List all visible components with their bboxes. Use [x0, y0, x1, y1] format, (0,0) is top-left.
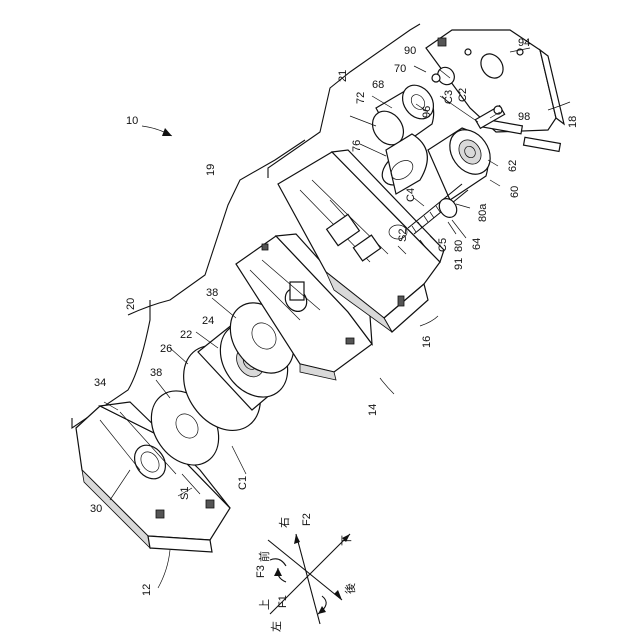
label-70: 70	[394, 63, 406, 75]
label-34: 34	[94, 377, 106, 389]
dir-back: 後	[343, 583, 357, 594]
label-68: 68	[372, 79, 384, 91]
label-16: 16	[421, 336, 433, 348]
label-c1: C1	[237, 476, 249, 490]
label-80: 80	[453, 240, 465, 252]
label-96: 96	[421, 106, 433, 118]
label-76: 76	[351, 140, 363, 152]
label-26: 26	[160, 343, 172, 355]
dir-f3: F3	[255, 565, 267, 578]
dir-f2: F2	[301, 513, 313, 526]
spool-60	[428, 122, 499, 200]
label-38-right: 38	[206, 287, 218, 299]
dir-right: 右	[277, 517, 291, 528]
label-98: 98	[518, 111, 530, 123]
dir-down: 下	[340, 535, 353, 546]
label-72: 72	[355, 92, 367, 104]
label-10: 10	[126, 115, 138, 127]
label-30: 30	[90, 503, 102, 515]
label-90: 90	[404, 45, 416, 57]
label-60: 60	[509, 186, 521, 198]
label-c3: C3	[443, 90, 455, 104]
label-91: 91	[453, 258, 465, 270]
dir-up: 上	[258, 599, 271, 610]
label-s2: S2	[397, 229, 409, 242]
label-12: 12	[141, 584, 153, 596]
label-64: 64	[471, 238, 483, 250]
label-24: 24	[202, 315, 214, 327]
label-s1: S1	[179, 487, 191, 500]
label-80a: 80a	[477, 203, 489, 222]
label-18: 18	[567, 116, 579, 128]
label-c4: C4	[405, 188, 417, 202]
label-19: 19	[205, 164, 217, 176]
direction-indicator	[268, 534, 350, 624]
dir-front: 前	[257, 551, 271, 562]
dir-left: 左	[270, 621, 283, 632]
label-c2: C2	[457, 88, 469, 102]
label-c5: C5	[437, 238, 449, 252]
label-21: 21	[337, 70, 349, 82]
label-14: 14	[367, 404, 379, 416]
label-94: 94	[518, 37, 530, 49]
label-22: 22	[180, 329, 192, 341]
label-62: 62	[507, 160, 519, 172]
dir-f1: F1	[277, 595, 289, 608]
label-20: 20	[125, 298, 137, 310]
label-38-left: 38	[150, 367, 162, 379]
